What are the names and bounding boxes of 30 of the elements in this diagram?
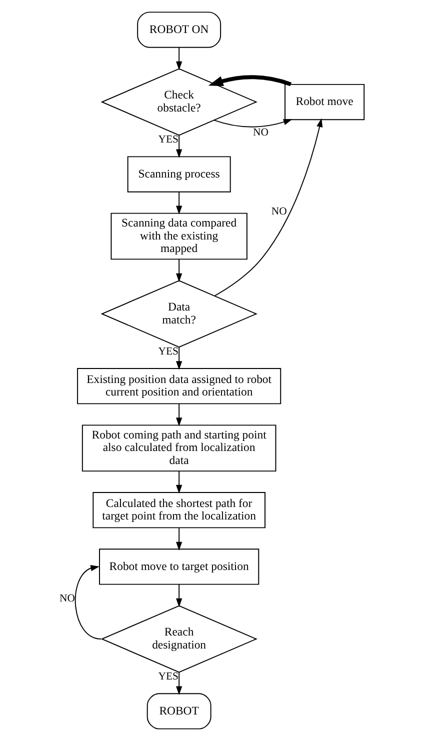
arrow: [176, 672, 182, 696]
arrow: [176, 259, 182, 282]
arrow: [176, 470, 182, 494]
node-diamond: Reach designation: [100, 605, 257, 673]
node-box: Calculated the shortest path for target point from the localization: [92, 492, 265, 528]
arrow: [176, 191, 182, 214]
edge-label: NO: [58, 592, 74, 605]
node-box: Robot coming path and starting point also calculated from localization data: [81, 424, 276, 472]
arrow: [213, 119, 292, 128]
arrow: [176, 46, 182, 70]
node-box: Scanning data compared with the existing mapped: [110, 212, 247, 260]
edge-label: NO: [270, 206, 286, 218]
edge-label: YES: [158, 134, 178, 146]
edge-label: YES: [158, 670, 178, 683]
node-box: Robot move: [284, 84, 364, 120]
node-box: Existing position data assigned to robot current position and orientation: [76, 368, 281, 404]
arrow: [208, 75, 291, 86]
node-box: ROBOT: [146, 693, 211, 730]
node-box: Robot move to target position: [98, 548, 259, 585]
arrow: [74, 565, 101, 640]
node-box: Scanning process: [126, 156, 230, 192]
node-box: ROBOT ON: [136, 12, 221, 48]
arrow: [176, 527, 182, 551]
arrow: [176, 403, 182, 426]
arrow: [176, 584, 182, 608]
arrow: [176, 134, 182, 158]
arrow: [214, 118, 322, 296]
arrow: [176, 346, 182, 370]
edge-label: YES: [158, 345, 178, 358]
node-diamond: Data match?: [100, 280, 257, 348]
